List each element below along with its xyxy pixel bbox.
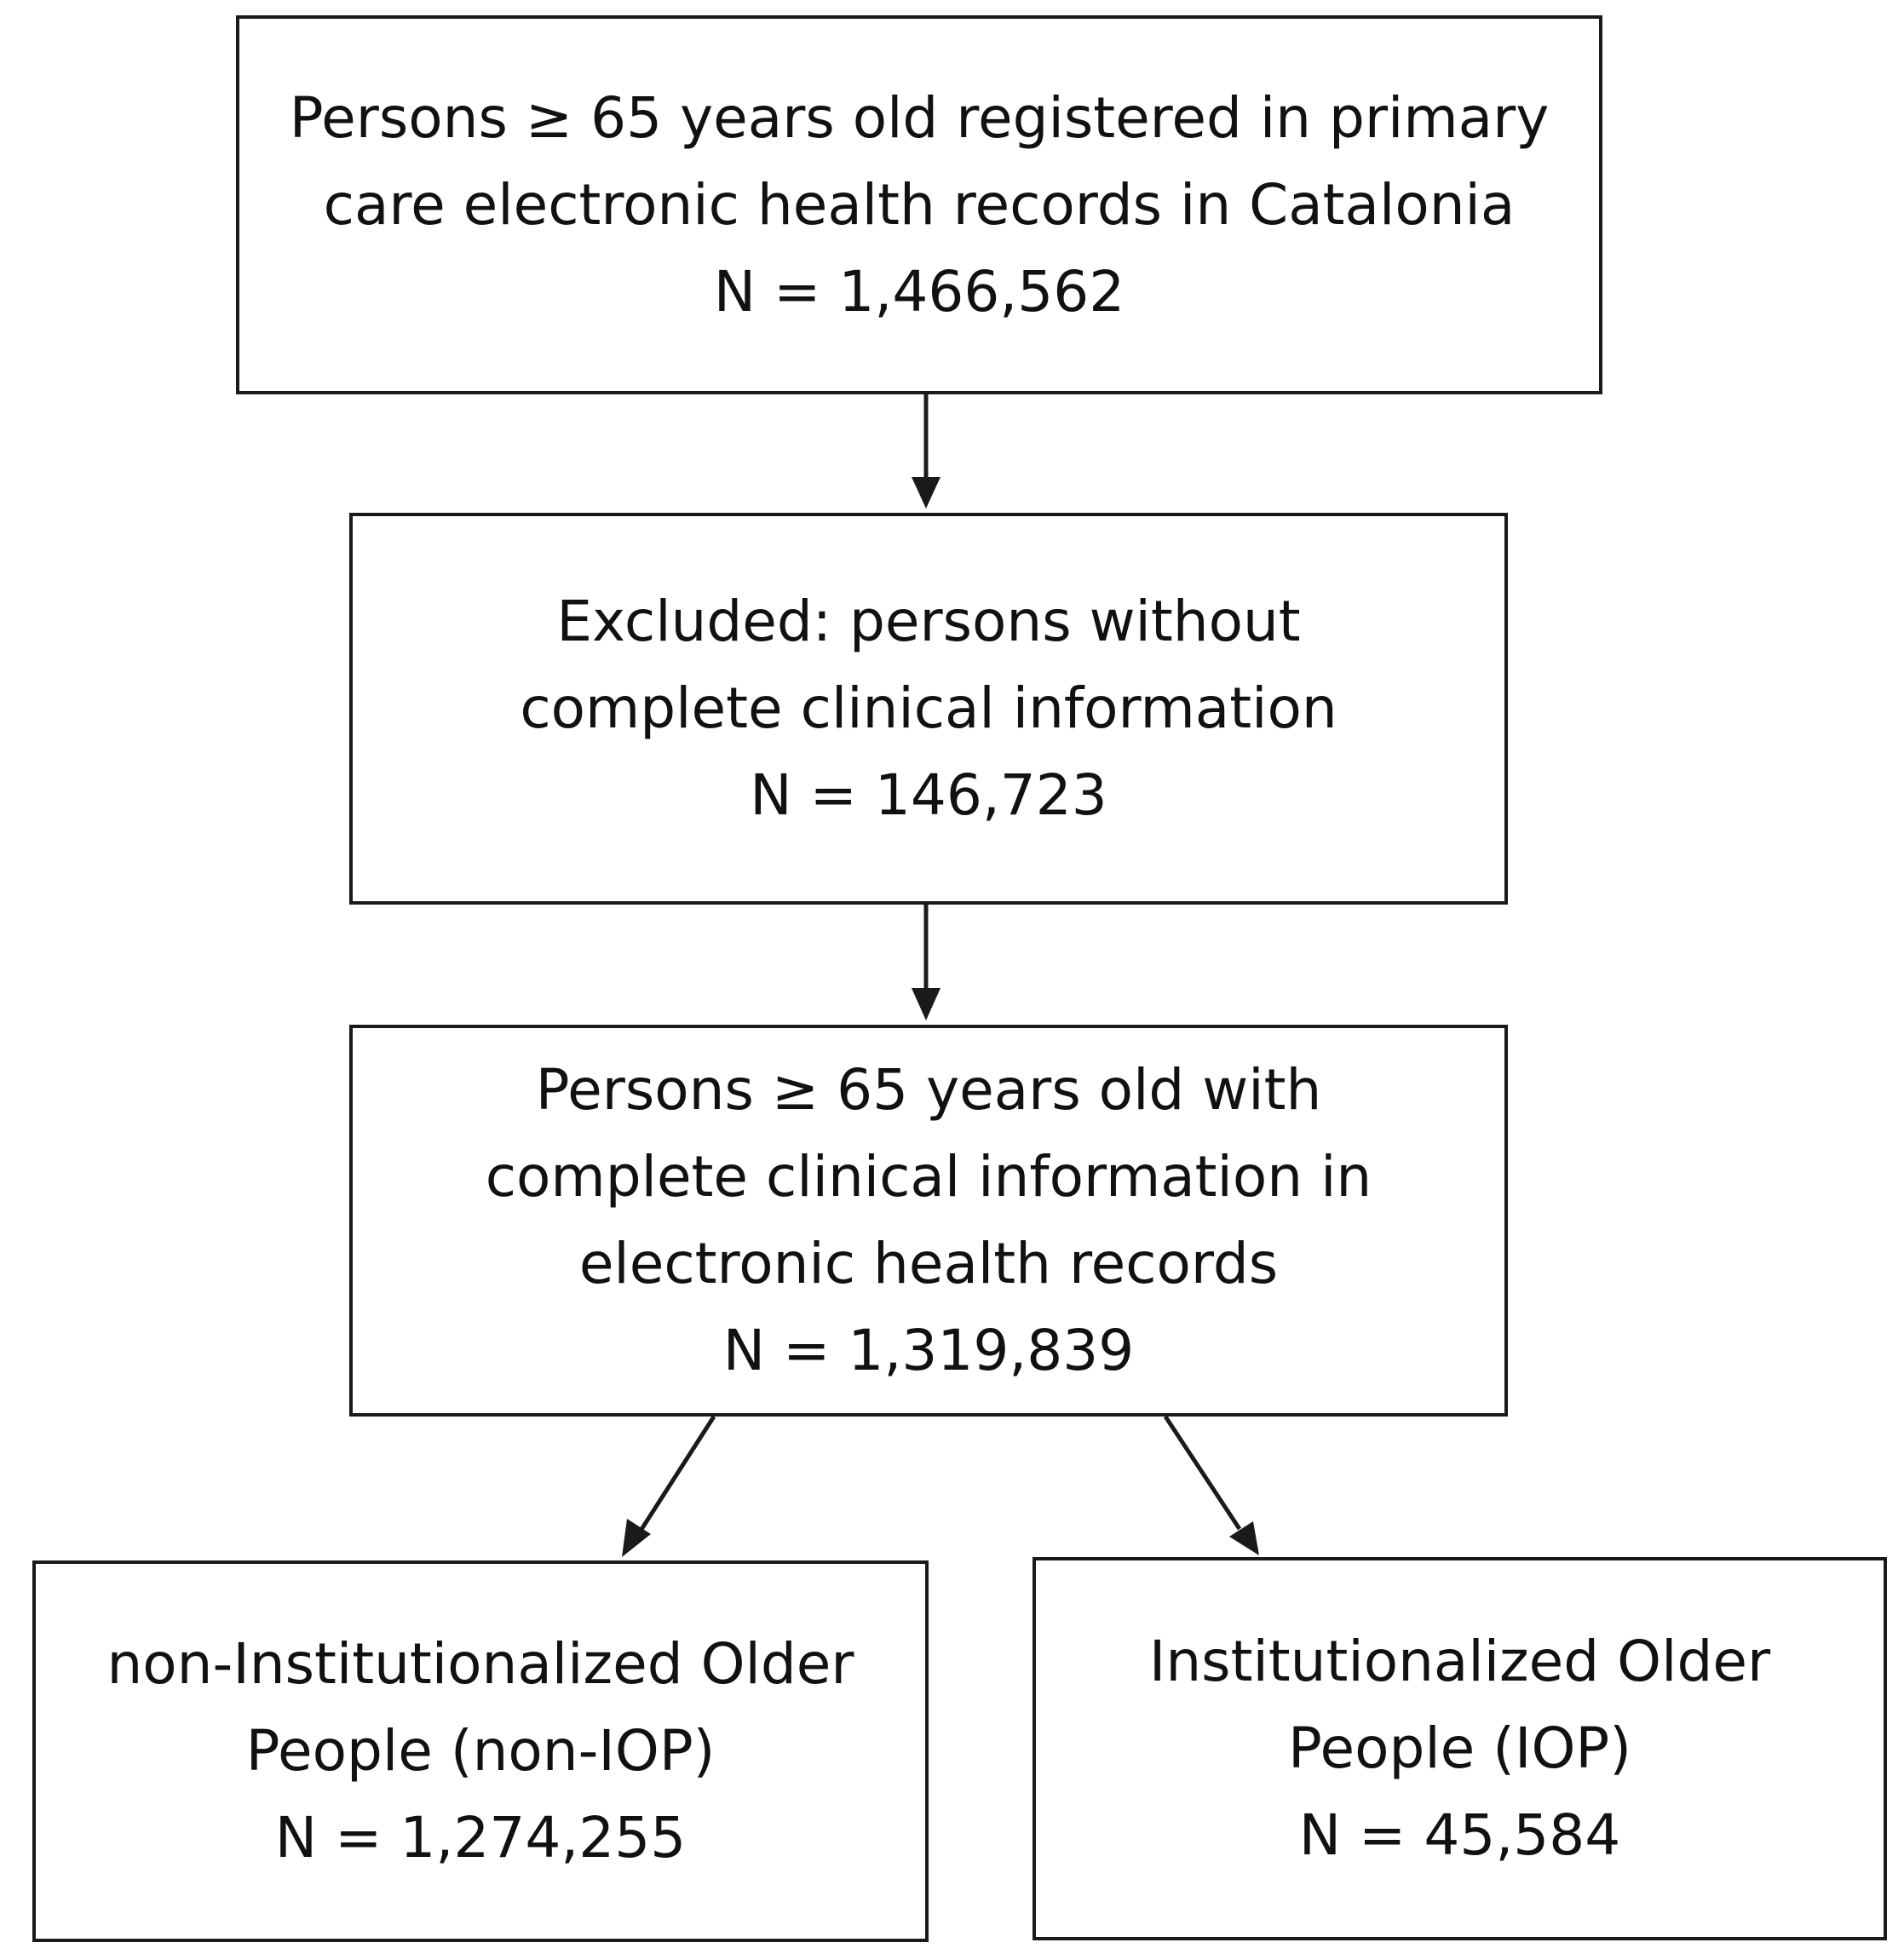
arrow-registered-to-excluded	[912, 394, 940, 509]
box-text-line: complete clinical information	[520, 675, 1337, 741]
box-text-line: non-Institutionalized Older	[106, 1631, 854, 1697]
box-text-line: Institutionalized Older	[1148, 1629, 1771, 1694]
box-complete-information: Persons ≥ 65 years old with complete cli…	[349, 1025, 1508, 1417]
box-count: N = 1,319,839	[722, 1318, 1135, 1383]
box-count: N = 1,466,562	[713, 258, 1125, 325]
box-text-line: Persons ≥ 65 years old with	[535, 1057, 1322, 1123]
arrow-complete-to-non-iop	[622, 1415, 716, 1557]
box-non-institutionalized: non-Institutionalized Older People (non-…	[32, 1560, 929, 1942]
box-text-line: Excluded: persons without	[556, 589, 1301, 654]
arrow-complete-to-iop	[1163, 1415, 1259, 1555]
box-text-line: People (IOP)	[1288, 1715, 1631, 1781]
arrow-excluded-to-complete	[912, 905, 940, 1020]
box-text-line: complete clinical information in	[485, 1144, 1372, 1210]
box-count: N = 45,584	[1298, 1802, 1621, 1868]
box-count: N = 1,274,255	[274, 1805, 687, 1871]
box-text-line: care electronic health records in Catalo…	[323, 171, 1516, 238]
box-text-line: People (non-IOP)	[245, 1718, 716, 1784]
box-count: N = 146,723	[750, 762, 1107, 828]
box-excluded-persons: Excluded: persons without complete clini…	[349, 513, 1508, 905]
box-registered-persons: Persons ≥ 65 years old registered in pri…	[236, 15, 1602, 394]
box-text-line: electronic health records	[578, 1231, 1279, 1296]
box-institutionalized: Institutionalized Older People (IOP) N =…	[1033, 1557, 1887, 1940]
box-text-line: Persons ≥ 65 years old registered in pri…	[289, 84, 1550, 151]
